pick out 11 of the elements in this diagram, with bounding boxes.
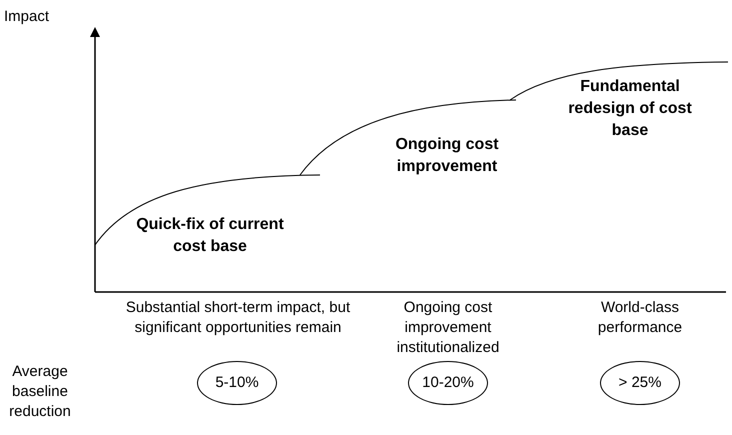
percentage-ellipse: > 25%: [600, 361, 680, 405]
description-text: Ongoing cost improvement institutionalized: [396, 298, 500, 358]
axis-label: Impact: [4, 7, 50, 27]
percentage-ellipse: 5-10%: [197, 361, 277, 405]
description-text: Substantial short-term impact, but significant opportunities remain: [124, 298, 352, 338]
description-text: World-class performance: [596, 298, 684, 338]
curve-label: Quick-fix of current cost base: [135, 215, 285, 257]
curve-label: Fundamental redesign of cost base: [567, 77, 693, 141]
description-text: Average baseline reduction: [8, 362, 72, 422]
curve-label: Ongoing cost improvement: [394, 135, 500, 177]
percentage-ellipse: 10-20%: [408, 361, 488, 405]
